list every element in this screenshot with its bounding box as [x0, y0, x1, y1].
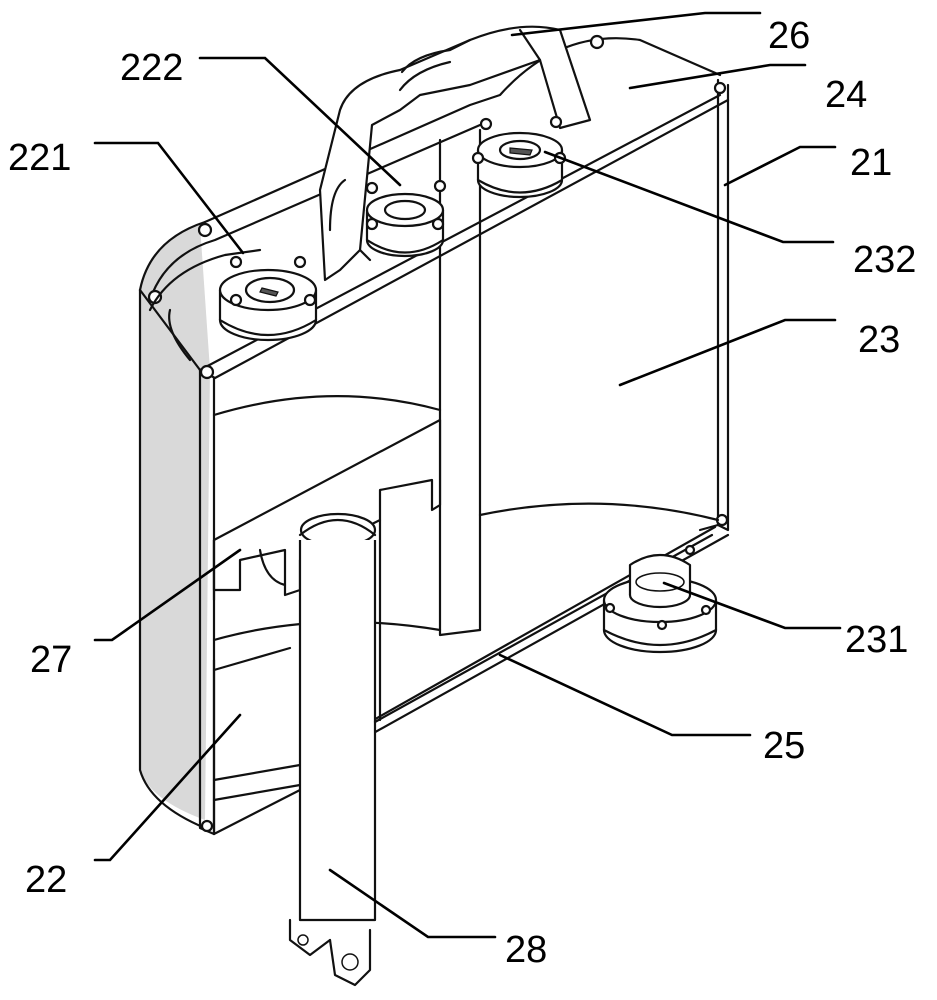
port-231 [602, 544, 718, 654]
panel-22 [212, 646, 302, 836]
leader-21 [723, 145, 837, 187]
leader-27 [93, 548, 242, 642]
label-222: 222 [120, 47, 183, 89]
label-21: 21 [850, 142, 892, 184]
label-232: 232 [853, 239, 916, 281]
reference-labels: 26 24 222 221 21 232 23 27 231 25 22 28 [8, 15, 916, 971]
label-22: 22 [25, 859, 67, 901]
label-23: 23 [858, 319, 900, 361]
port-232 [471, 115, 567, 199]
label-26: 26 [768, 15, 810, 57]
channel-24 [148, 248, 262, 362]
leader-23 [618, 318, 837, 387]
bracket-26 [318, 25, 592, 282]
port-221 [218, 255, 318, 342]
label-231: 231 [845, 619, 908, 661]
leader-28 [328, 868, 497, 939]
label-27: 27 [30, 639, 72, 681]
leader-24 [628, 63, 807, 90]
leader-231 [662, 581, 842, 630]
rod-28 [288, 512, 377, 987]
leader-lines [93, 11, 842, 939]
leader-25 [498, 653, 752, 737]
label-25: 25 [763, 725, 805, 767]
port-222 [365, 179, 447, 258]
leader-22 [93, 713, 242, 862]
label-24: 24 [825, 74, 867, 116]
leader-221 [93, 141, 245, 255]
leader-222 [198, 56, 402, 187]
leader-232 [543, 150, 835, 244]
label-221: 221 [8, 137, 71, 179]
label-28: 28 [505, 929, 547, 971]
leader-26 [510, 11, 762, 37]
